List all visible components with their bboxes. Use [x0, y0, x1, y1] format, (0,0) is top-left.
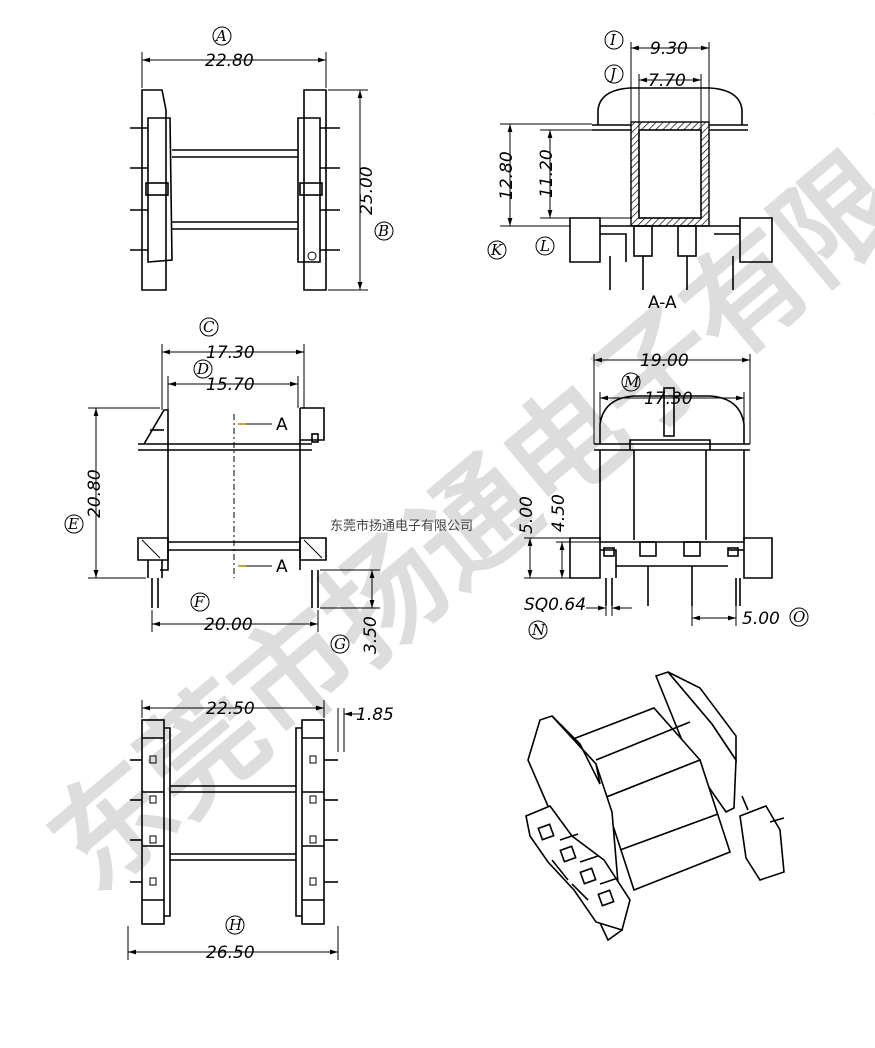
dim-pin-height-1: 5.00	[517, 496, 537, 534]
label-j-circle	[604, 64, 624, 84]
label-m-circle	[621, 372, 641, 392]
label-b-circle	[374, 221, 394, 241]
dim-i-value: 9.30	[650, 39, 688, 59]
label-d: D	[196, 360, 209, 378]
label-k: K	[490, 241, 503, 259]
label-o: O	[793, 608, 805, 626]
dim-n-value: SQ0.64	[524, 595, 586, 615]
label-g: G	[334, 635, 346, 653]
dim-l-value: 11.20	[537, 149, 557, 198]
label-g-circle	[330, 634, 350, 654]
side-view	[88, 344, 380, 632]
dim-h-offset-value: 1.85	[356, 705, 394, 725]
label-f: F	[193, 593, 205, 611]
label-e-circle	[64, 514, 84, 534]
dim-a-value: 22.80	[205, 51, 254, 71]
isometric-view	[525, 671, 785, 942]
label-l: L	[539, 237, 550, 255]
front-view	[524, 354, 773, 626]
top-view	[130, 52, 368, 291]
dim-f-value: 20.00	[204, 615, 253, 635]
label-k-circle	[487, 240, 507, 260]
label-i-circle	[604, 30, 624, 50]
label-h: H	[228, 916, 243, 934]
bottom-view	[127, 700, 362, 960]
dim-o-value: 5.00	[742, 609, 780, 629]
label-n: N	[531, 621, 546, 639]
label-b: B	[377, 222, 389, 240]
dim-j-value: 7.70	[648, 71, 686, 91]
label-e: E	[67, 515, 79, 533]
label-f-circle	[190, 592, 210, 612]
label-o-circle	[789, 607, 809, 627]
label-c: C	[203, 318, 215, 336]
dim-m-value: 17.30	[644, 389, 693, 409]
dim-h-inner-value: 22.50	[206, 699, 255, 719]
watermark-large: 东莞市扬通电子有限公司	[24, 0, 875, 916]
dim-b-value: 25.00	[357, 166, 377, 215]
dim-pin-height-2: 4.50	[549, 494, 569, 532]
section-view	[500, 42, 773, 290]
label-a-circle	[212, 26, 232, 46]
label-l-circle	[535, 236, 555, 256]
label-h-circle	[225, 915, 245, 935]
dim-h-value: 26.50	[206, 943, 255, 963]
dim-g-value: 3.50	[361, 616, 381, 654]
section-caption: A-A	[648, 293, 677, 313]
watermark-small: 东莞市扬通电子有限公司	[330, 518, 473, 534]
section-marker-bottom: A	[276, 557, 288, 577]
label-i: I	[609, 31, 617, 49]
dim-d-value: 15.70	[206, 375, 255, 395]
section-marker-top: A	[276, 415, 288, 435]
label-d-circle	[193, 359, 213, 379]
label-j: J	[607, 65, 617, 83]
label-n-circle	[528, 620, 548, 640]
dim-k-value: 12.80	[497, 151, 517, 200]
dim-c-value: 17.30	[206, 343, 255, 363]
label-m: M	[623, 373, 640, 391]
dim-m-outer-value: 19.00	[640, 351, 689, 371]
label-a: A	[214, 27, 227, 45]
dim-e-value: 20.80	[85, 469, 105, 518]
label-c-circle	[199, 317, 219, 337]
